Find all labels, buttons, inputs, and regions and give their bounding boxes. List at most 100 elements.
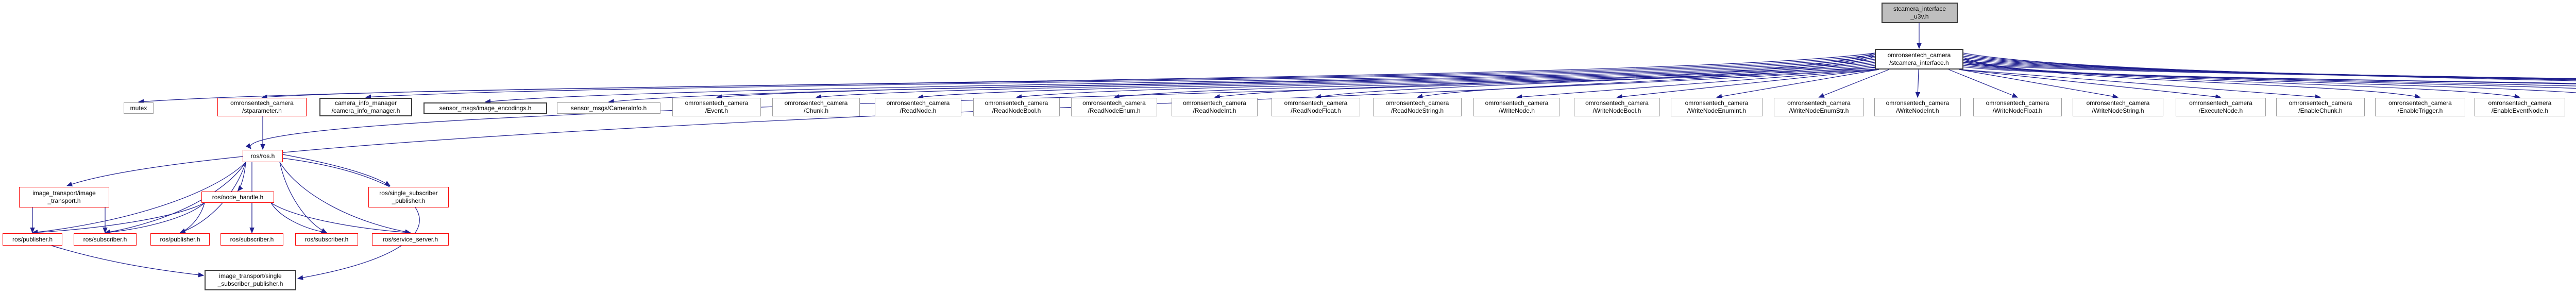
graph-edge-rosros-to-pub1 — [31, 162, 246, 235]
graph-node-writenodeint[interactable]: omronsentech_camera /WriteNodeInt.h — [1874, 98, 1961, 116]
graph-node-label: omronsentech_camera /Chunk.h — [784, 99, 848, 114]
graph-node-readnodefloat[interactable]: omronsentech_camera /ReadNodeFloat.h — [1272, 98, 1360, 116]
graph-node-writenode[interactable]: omronsentech_camera /WriteNode.h — [1473, 98, 1560, 116]
graph-node-pub2[interactable]: ros/publisher.h — [150, 233, 210, 246]
graph-node-caminfo[interactable]: camera_info_manager /camera_info_manager… — [319, 98, 412, 116]
graph-edge-n2-to-mutex — [138, 53, 1875, 105]
graph-node-label: ros/publisher.h — [12, 235, 53, 243]
graph-node-label: mutex — [130, 104, 147, 112]
graph-node-label: omronsentech_camera /stcamera_interface.… — [1887, 51, 1951, 66]
graph-node-enabletrigger[interactable]: omronsentech_camera /EnableTrigger.h — [2375, 98, 2465, 116]
graph-node-writenodeenumint[interactable]: omronsentech_camera /WriteNodeEnumInt.h — [1671, 98, 1762, 116]
graph-node-label: omronsentech_camera /EnableChunk.h — [2289, 99, 2352, 114]
graph-edge-n2-to-stapitl — [1963, 62, 2576, 79]
graph-node-label: image_transport/single _subscriber_publi… — [217, 272, 283, 287]
graph-edge-rosros-to-pub2 — [179, 162, 246, 234]
graph-edge-rosros-to-sub3 — [279, 162, 328, 233]
graph-edge-n2-to-stheader — [1963, 63, 2576, 79]
graph-node-enablechunk[interactable]: omronsentech_camera /EnableChunk.h — [2276, 98, 2365, 116]
graph-node-label: camera_info_manager /camera_info_manager… — [331, 99, 400, 114]
graph-edge-nodehandle-to-pub1 — [31, 202, 205, 235]
graph-node-label: omronsentech_camera /ExecuteNode.h — [2189, 99, 2252, 114]
graph-node-itssp[interactable]: image_transport/single _subscriber_publi… — [205, 270, 296, 290]
graph-node-label: omronsentech_camera /EnableEventNode.h — [2488, 99, 2552, 114]
graph-node-label: omronsentech_camera /EnableTrigger.h — [2388, 99, 2452, 114]
graph-edge-n2-to-getgenicamnodeinfo — [1963, 57, 2576, 80]
graph-node-label: omronsentech_camera /ReadNode.h — [886, 99, 950, 114]
graph-edge-rosros-to-nodehandle — [237, 162, 246, 192]
graph-node-label: omronsentech_camera /WriteNodeString.h — [2086, 99, 2150, 114]
graph-node-sub1[interactable]: ros/subscriber.h — [74, 233, 137, 246]
graph-node-rosssp[interactable]: ros/single_subscriber _publisher.h — [368, 187, 449, 207]
graph-node-label: ros/node_handle.h — [212, 193, 264, 201]
graph-edge-n2-to-imgenc — [484, 57, 1875, 104]
graph-node-pub1[interactable]: ros/publisher.h — [3, 233, 62, 246]
graph-edge-nodehandle-to-pub2 — [179, 202, 205, 233]
graph-node-readnodeint[interactable]: omronsentech_camera /ReadNodeInt.h — [1172, 98, 1258, 116]
graph-node-label: ros/publisher.h — [160, 235, 200, 243]
graph-node-label: omronsentech_camera /WriteNodeEnumInt.h — [1685, 99, 1749, 114]
graph-node-label: omronsentech_camera /ReadNodeBool.h — [985, 99, 1048, 114]
graph-edge-n2-to-geteventacqstatuslist — [1963, 65, 2576, 84]
graph-edge-n2-to-writenodeenumint — [1716, 69, 1879, 99]
graph-edge-rosros-to-itssp — [281, 158, 420, 280]
graph-node-n1[interactable]: stcamera_interface _u3v.h — [1882, 3, 1958, 23]
graph-node-executenode[interactable]: omronsentech_camera /ExecuteNode.h — [2176, 98, 2266, 116]
graph-node-label: ros/ros.h — [250, 152, 275, 160]
graph-edge-n2-to-readnode — [917, 63, 1875, 99]
graph-node-label: ros/subscriber.h — [304, 235, 349, 243]
graph-edge-n2-to-enablechunk — [1959, 69, 2321, 100]
graph-edge-nodehandle-to-sub3 — [270, 202, 328, 234]
graph-node-stparameter[interactable]: omronsentech_camera /stparameter.h — [217, 98, 307, 116]
graph-node-label: omronsentech_camera /ReadNodeInt.h — [1183, 99, 1246, 114]
graph-node-label: image_transport/image _transport.h — [32, 189, 96, 204]
graph-edge-n2-to-writenodebool — [1616, 69, 1879, 99]
graph-node-enableeventnode[interactable]: omronsentech_camera /EnableEventNode.h — [2475, 98, 2565, 116]
graph-node-caminfomsg[interactable]: sensor_msgs/CameraInfo.h — [557, 102, 660, 114]
graph-node-rosros[interactable]: ros/ros.h — [243, 150, 283, 162]
graph-edge-rosros-to-serviceserver — [279, 162, 411, 234]
graph-node-readnodestring[interactable]: omronsentech_camera /ReadNodeString.h — [1373, 98, 1462, 116]
graph-node-sub2[interactable]: ros/subscriber.h — [221, 233, 283, 246]
graph-node-label: omronsentech_camera /stparameter.h — [230, 99, 294, 114]
graph-edge-rosros-to-rosssp — [282, 154, 391, 186]
graph-edge-n2-to-stparameter — [261, 54, 1875, 100]
graph-node-label: omronsentech_camera /WriteNodeInt.h — [1886, 99, 1950, 114]
graph-edge-n2-to-geteventnodestatuslist — [1963, 66, 2576, 84]
graph-node-nodehandle[interactable]: ros/node_handle.h — [201, 192, 274, 203]
graph-node-sub3[interactable]: ros/subscriber.h — [295, 233, 358, 246]
graph-edge-n2-to-getlasterror — [1963, 60, 2576, 79]
graph-node-label: omronsentech_camera /ReadNodeFloat.h — [1284, 99, 1348, 114]
graph-node-label: omronsentech_camera /ReadNodeEnum.h — [1082, 99, 1146, 114]
graph-node-mutex[interactable]: mutex — [124, 102, 154, 114]
graph-edge-n2-to-getenumlist — [1963, 56, 2576, 80]
graph-node-readnode[interactable]: omronsentech_camera /ReadNode.h — [875, 98, 961, 116]
graph-node-label: omronsentech_camera /WriteNodeEnumStr.h — [1787, 99, 1851, 114]
graph-node-readnodebool[interactable]: omronsentech_camera /ReadNodeBool.h — [973, 98, 1060, 116]
graph-node-writenodebool[interactable]: omronsentech_camera /WriteNodeBool.h — [1574, 98, 1660, 116]
graph-edge-n2-to-writenode — [1516, 69, 1879, 100]
graph-node-serviceserver[interactable]: ros/service_server.h — [372, 233, 449, 246]
graph-edge-pub1-to-itssp — [51, 245, 205, 277]
graph-edge-n2-to-gettriggerlist — [1963, 54, 2576, 81]
graph-node-writenodeenumstr[interactable]: omronsentech_camera /WriteNodeEnumStr.h — [1774, 98, 1864, 116]
graph-edge-n2-to-writenodeint — [1915, 69, 1921, 98]
graph-node-readnodeenum[interactable]: omronsentech_camera /ReadNodeEnum.h — [1071, 98, 1157, 116]
graph-node-label: omronsentech_camera /WriteNode.h — [1485, 99, 1549, 114]
graph-node-imgenc[interactable]: sensor_msgs/image_encodings.h — [423, 102, 547, 114]
graph-node-event[interactable]: omronsentech_camera /Event.h — [672, 98, 761, 116]
graph-edge-nodehandle-to-sub1 — [104, 202, 205, 235]
graph-edge-n2-to-readnodefloat — [1315, 54, 1875, 99]
graph-edge-n2-to-caminfo — [365, 56, 1875, 100]
graph-edge-n2-to-imagetransport — [66, 68, 1876, 187]
graph-node-writenodefloat[interactable]: omronsentech_camera /WriteNodeFloat.h — [1973, 98, 2062, 116]
graph-node-label: stcamera_interface _u3v.h — [1893, 5, 1946, 20]
graph-node-chunk[interactable]: omronsentech_camera /Chunk.h — [772, 98, 860, 116]
graph-node-writenodestring[interactable]: omronsentech_camera /WriteNodeString.h — [2073, 98, 2163, 116]
graph-node-imagetransport[interactable]: image_transport/image _transport.h — [19, 187, 109, 207]
graph-node-n2[interactable]: omronsentech_camera /stcamera_interface.… — [1875, 49, 1963, 70]
graph-node-label: sensor_msgs/image_encodings.h — [439, 104, 532, 112]
graph-node-label: omronsentech_camera /WriteNodeBool.h — [1585, 99, 1649, 114]
